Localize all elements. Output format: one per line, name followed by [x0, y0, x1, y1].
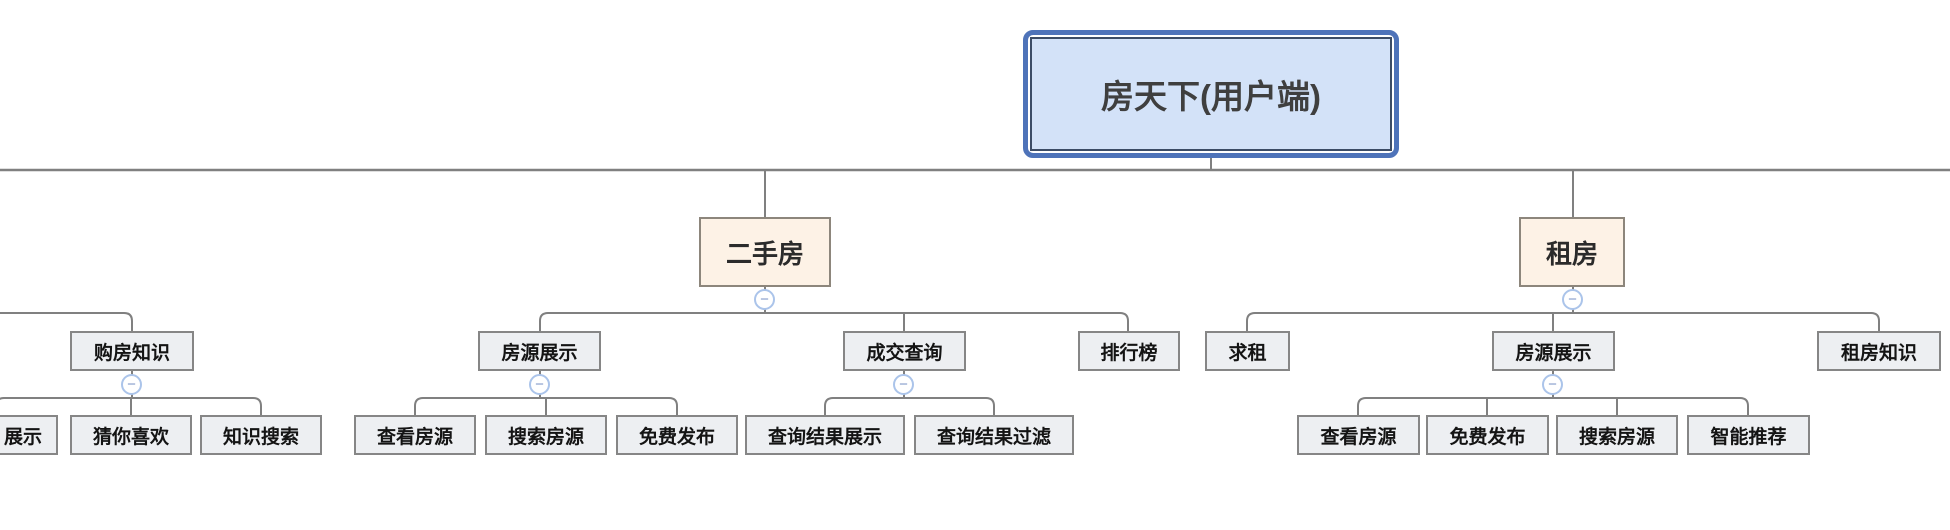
topic-transaction-query[interactable]: 成交查询: [843, 331, 966, 371]
subtopic-display-partial[interactable]: 展示: [0, 415, 58, 455]
subtopic-smart-recommend[interactable]: 智能推荐: [1687, 415, 1810, 455]
topic-rent-seeking[interactable]: 求租: [1205, 331, 1290, 371]
subtopic-free-publish-secondhand[interactable]: 免费发布: [616, 415, 738, 455]
topic-renting-knowledge[interactable]: 租房知识: [1817, 331, 1941, 371]
subtopic-free-publish-rent[interactable]: 免费发布: [1426, 415, 1549, 455]
branch-second-hand-house[interactable]: 二手房: [699, 217, 831, 287]
topic-buying-knowledge[interactable]: 购房知识: [70, 331, 194, 371]
branch-renting[interactable]: 租房: [1519, 217, 1625, 287]
subtopic-search-listings-rent[interactable]: 搜索房源: [1556, 415, 1678, 455]
subtopic-query-result-display[interactable]: 查询结果展示: [745, 415, 905, 455]
topic-listing-display-secondhand[interactable]: 房源展示: [478, 331, 601, 371]
subtopic-knowledge-search[interactable]: 知识搜索: [200, 415, 322, 455]
collapse-button-second-hand-house[interactable]: −: [754, 289, 775, 310]
root-topic-label: 房天下(用户端): [1030, 37, 1392, 151]
subtopic-view-listings-rent[interactable]: 查看房源: [1297, 415, 1420, 455]
collapse-button-renting[interactable]: −: [1562, 289, 1583, 310]
root-topic[interactable]: 房天下(用户端): [1023, 30, 1399, 158]
collapse-button-transaction-query[interactable]: −: [893, 374, 914, 395]
topic-listing-display-rent[interactable]: 房源展示: [1492, 331, 1615, 371]
subtopic-guess-you-like[interactable]: 猜你喜欢: [70, 415, 192, 455]
subtopic-view-listings-secondhand[interactable]: 查看房源: [354, 415, 476, 455]
collapse-button-buying-knowledge[interactable]: −: [121, 374, 142, 395]
subtopic-query-result-filter[interactable]: 查询结果过滤: [914, 415, 1074, 455]
subtopic-search-listings-secondhand[interactable]: 搜索房源: [485, 415, 607, 455]
collapse-button-listing-display-secondhand[interactable]: −: [529, 374, 550, 395]
topic-ranking[interactable]: 排行榜: [1078, 331, 1180, 371]
collapse-button-listing-display-rent[interactable]: −: [1542, 374, 1563, 395]
